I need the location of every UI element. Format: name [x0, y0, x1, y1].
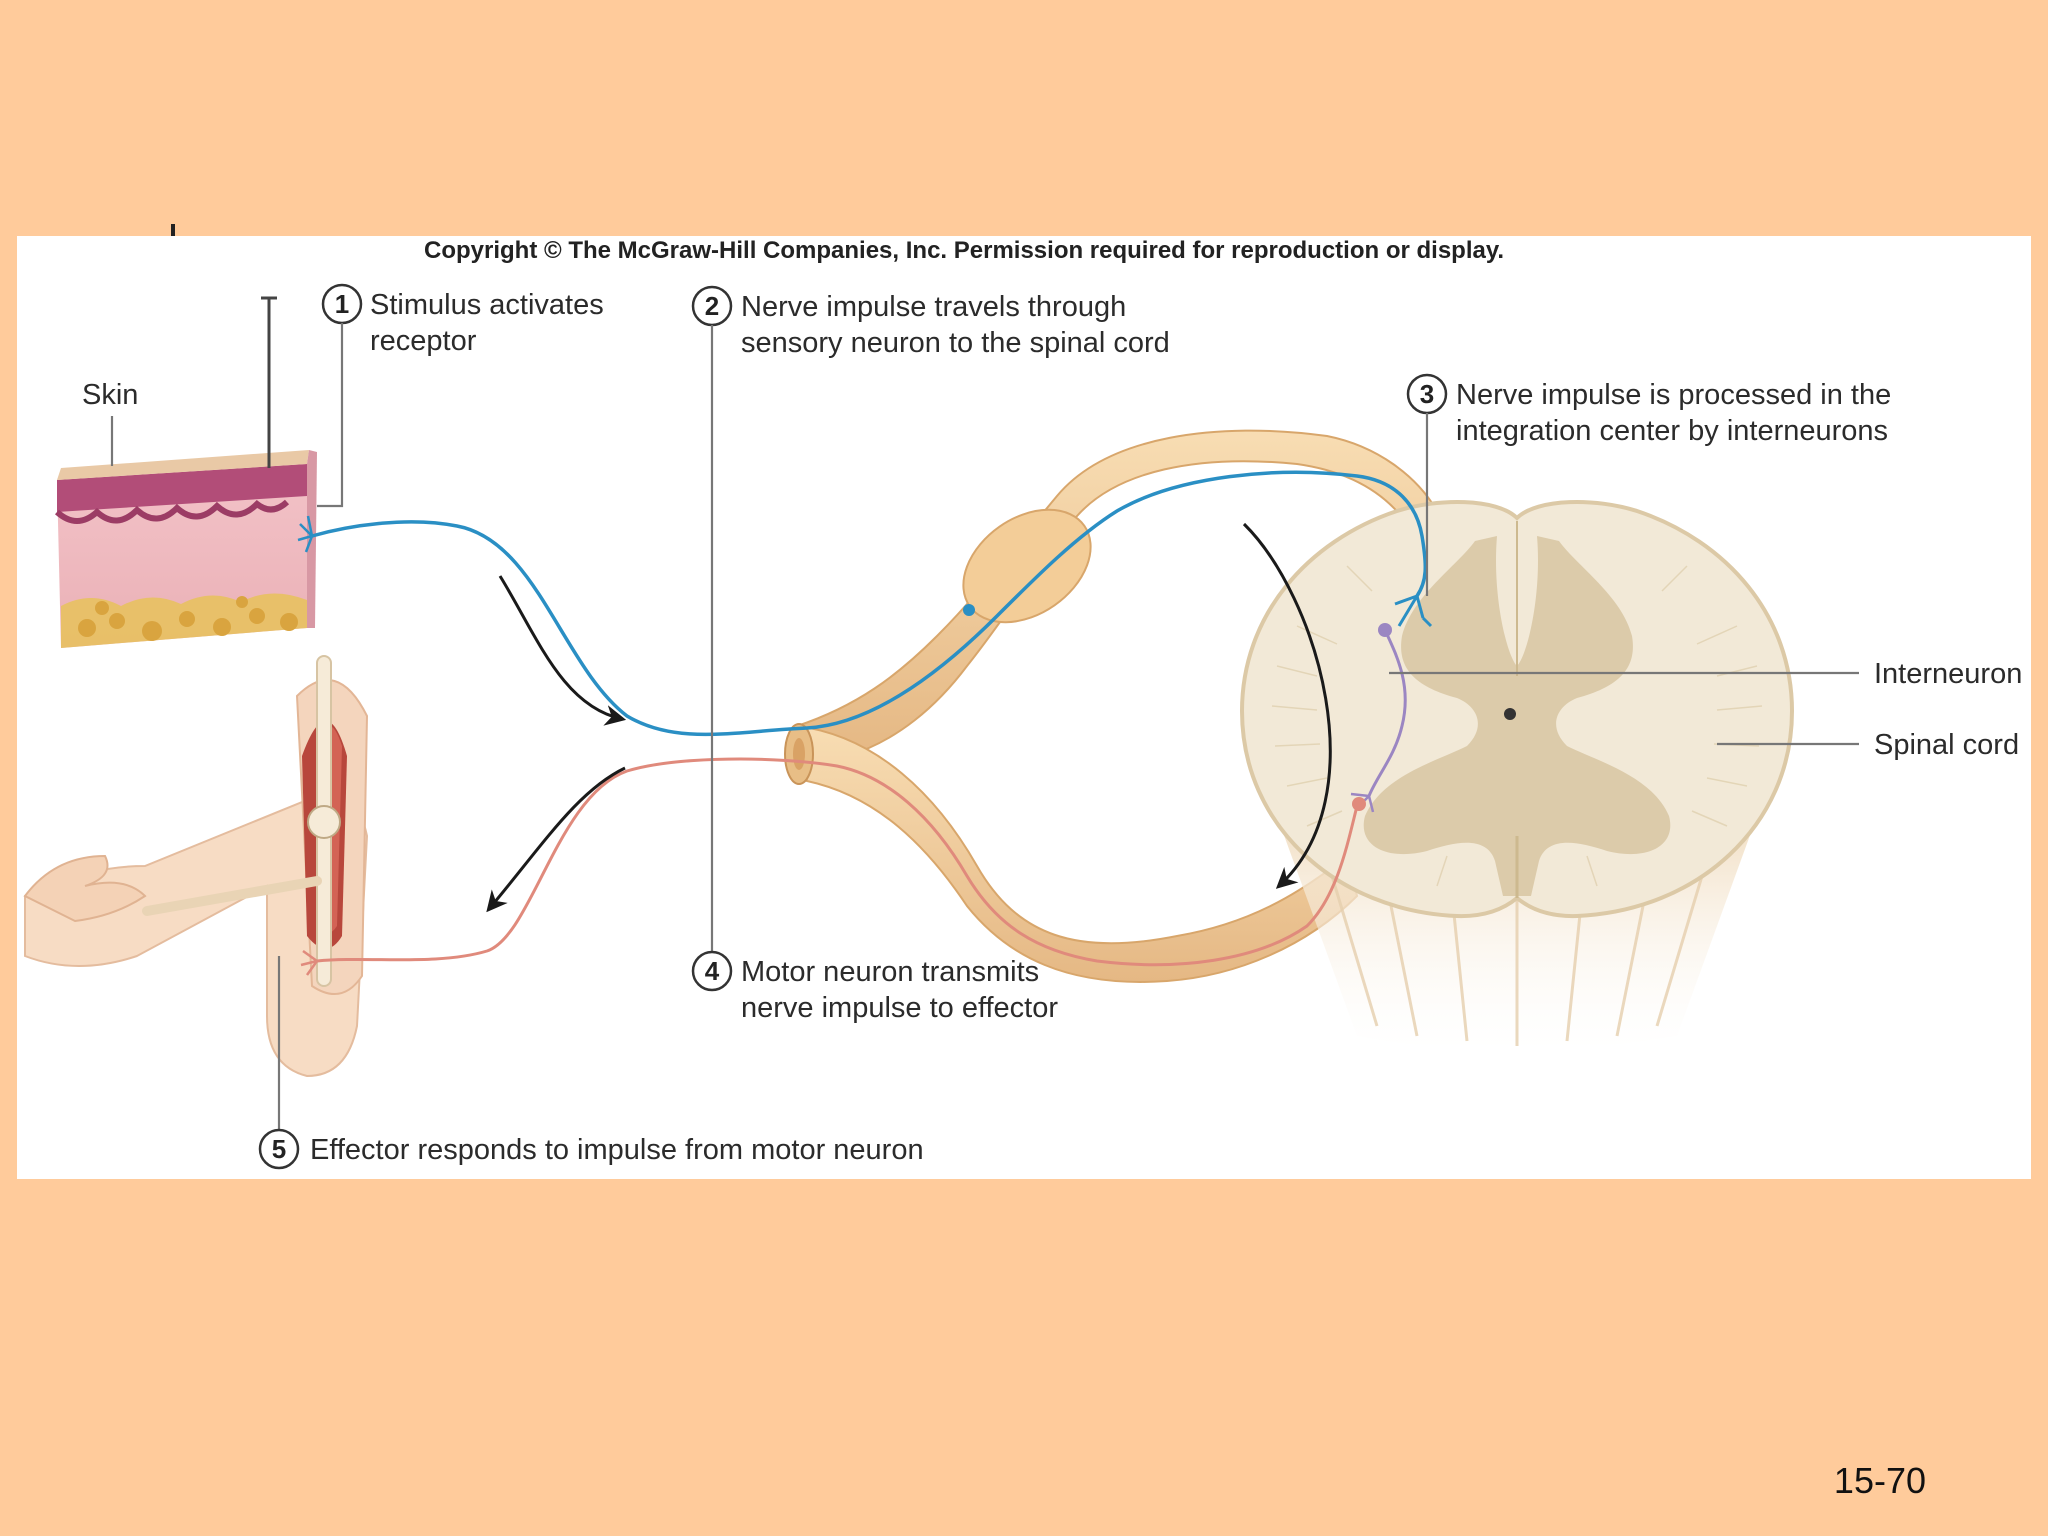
step-3-line-2: integration center by interneurons: [1456, 415, 1888, 447]
interneuron-label: Interneuron: [1874, 658, 2022, 690]
skin-block: [54, 450, 317, 648]
step-5-line-1: Effector responds to impulse from motor …: [310, 1134, 924, 1166]
spinal-cord: [1239, 500, 1795, 1051]
step-1: 1 Stimulus activates receptor: [317, 283, 604, 508]
slide-mark: [171, 224, 175, 238]
step-5-number: 5: [272, 1134, 286, 1164]
sensory-neuron: [311, 470, 1428, 737]
motor-neuron-cell-body: [1352, 797, 1366, 811]
step-2: 2 Nerve impulse travels through sensory …: [691, 285, 1170, 359]
step-4-line-2: nerve impulse to effector: [741, 992, 1058, 1024]
integration-arrow: [1242, 522, 1332, 889]
slide-number: 15-70: [1833, 1460, 1926, 1501]
step-4-line-1: Motor neuron transmits: [741, 956, 1039, 988]
reflex-arc-figure: Copyright © The McGraw-Hill Companies, I…: [17, 236, 2031, 1179]
arm-effector: [23, 655, 369, 1078]
skin-label: Skin: [82, 379, 138, 411]
step-3-line-1: Nerve impulse is processed in the: [1456, 379, 1891, 411]
step-2-number: 2: [705, 291, 719, 321]
sensory-direction-arrow: [498, 575, 627, 726]
step-4: 4 Motor neuron transmits nerve impulse t…: [691, 950, 1058, 1024]
spinal-cord-label: Spinal cord: [1874, 729, 2019, 761]
step-1-line-2: receptor: [370, 325, 477, 357]
sensory-neuron-cell-body: [963, 604, 975, 616]
step-3-number: 3: [1420, 379, 1434, 409]
motor-neuron: [316, 757, 1359, 967]
step-2-line-1: Nerve impulse travels through: [741, 291, 1126, 323]
step-1-number: 1: [335, 289, 349, 319]
step-4-number: 4: [705, 956, 720, 986]
step-2-line-2: sensory neuron to the spinal cord: [741, 327, 1170, 359]
step-5: 5 Effector responds to impulse from moto…: [258, 956, 924, 1170]
copyright-notice: Copyright © The McGraw-Hill Companies, I…: [424, 237, 1504, 264]
step-3: 3 Nerve impulse is processed in the inte…: [1406, 373, 1891, 596]
interneuron-path: [1367, 629, 1407, 797]
spinal-nerve: [784, 429, 1439, 983]
motor-direction-arrow: [486, 766, 626, 913]
step-1-line-1: Stimulus activates: [370, 289, 604, 321]
